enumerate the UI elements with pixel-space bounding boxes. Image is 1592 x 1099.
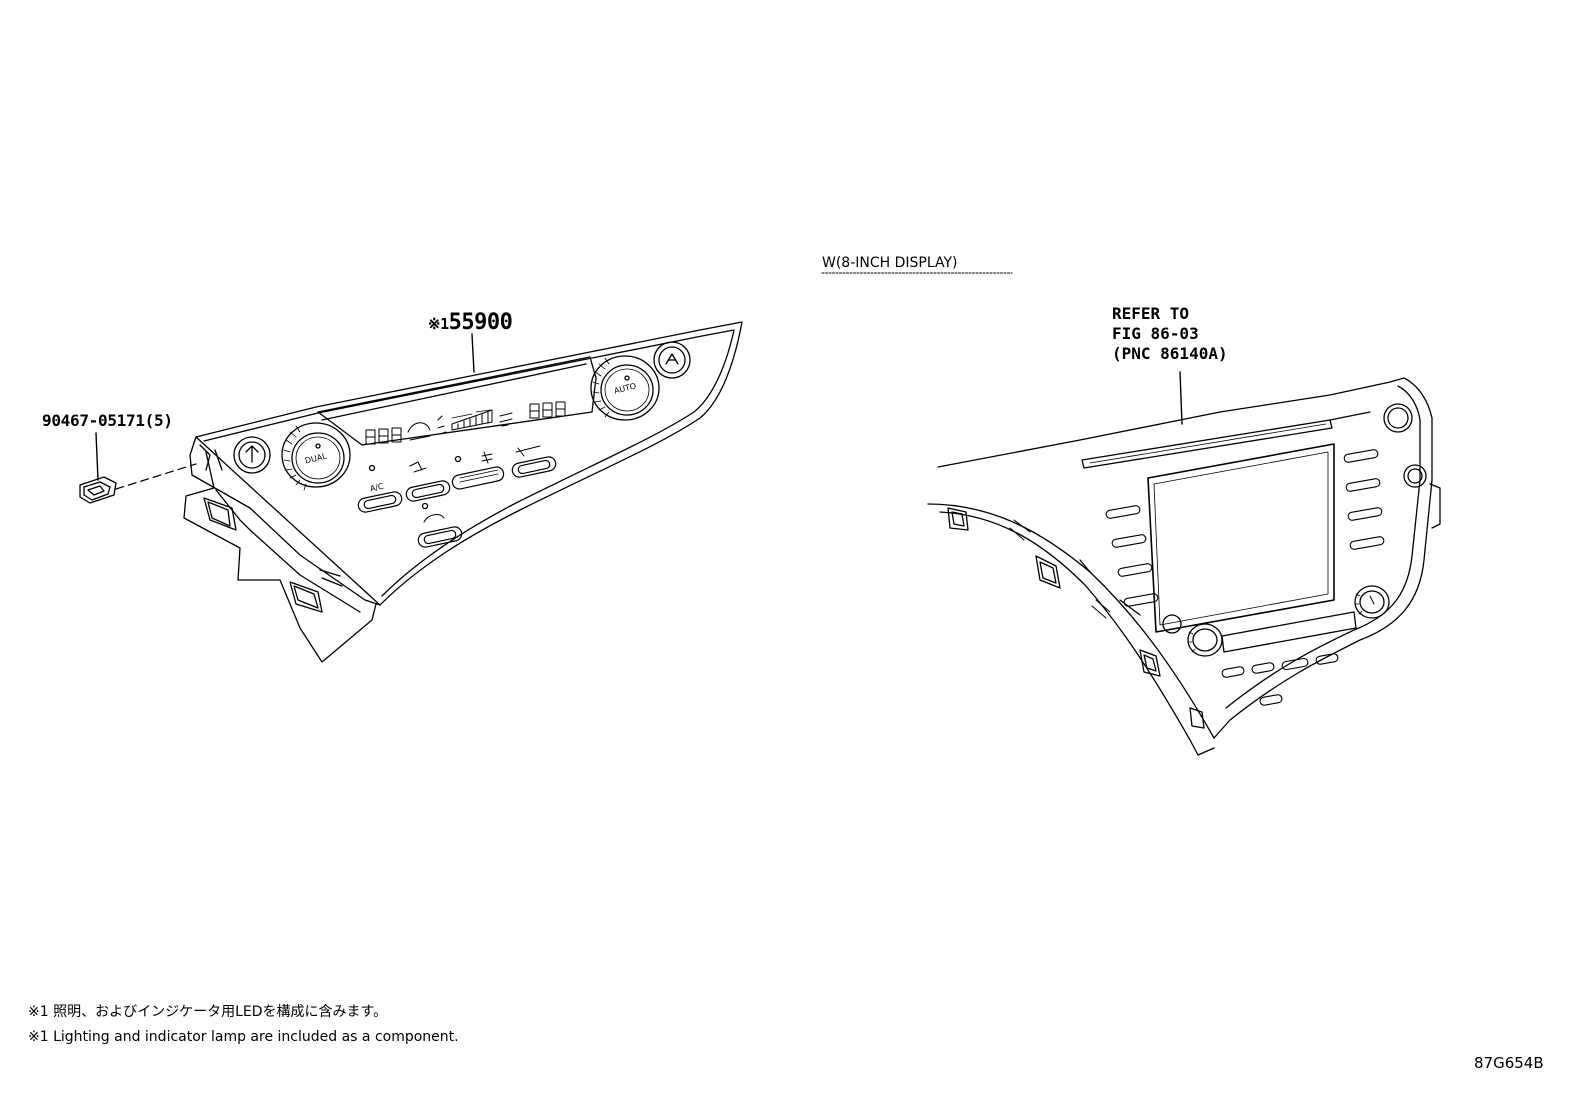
part-number-text: 55900 xyxy=(448,310,513,335)
reference-line-2: FIG 86-03 xyxy=(1112,324,1199,343)
variant-label: W(8-INCH DISPLAY) xyxy=(822,255,958,271)
climate-control-panel xyxy=(183,321,743,663)
reference-line-1: REFER TO xyxy=(1112,304,1190,323)
note-english: ※1 Lighting and indicator lamp are inclu… xyxy=(28,1029,459,1045)
part-number-55900: ※155900 xyxy=(428,310,513,335)
part-number-clip: 90467-05171(5) xyxy=(42,411,173,430)
drawing-id: 87G654B xyxy=(1474,1054,1544,1072)
clip-part xyxy=(79,432,197,504)
display-assembly xyxy=(821,272,1441,756)
note-mark: ※1 xyxy=(428,315,449,333)
note-japanese: ※1 照明、およびインジケータ用LEDを構成に含みます。 xyxy=(28,1004,388,1020)
reference-line-3: (PNC 86140A) xyxy=(1112,344,1228,363)
